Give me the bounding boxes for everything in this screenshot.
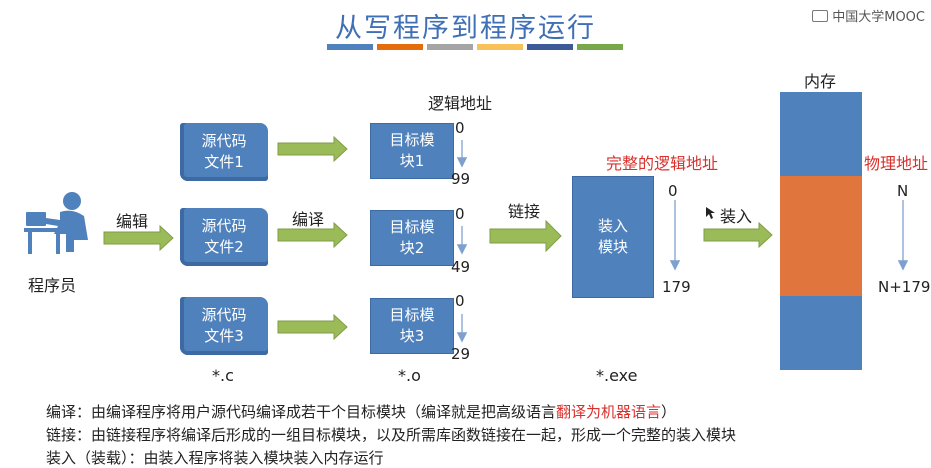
- memory-loaded-segment: [780, 176, 862, 296]
- module-line2: 块2: [399, 239, 425, 257]
- title-bar-segment: [377, 44, 423, 50]
- load-module-start: 0: [668, 182, 678, 200]
- load-label: 装入: [720, 207, 753, 226]
- compile-arrow-1: [277, 135, 348, 163]
- module-1-end: 99: [451, 170, 471, 188]
- ext-c-label: *.c: [212, 366, 234, 385]
- module-2-start: 0: [455, 205, 465, 223]
- play-icon: [812, 9, 829, 22]
- load-module: 装入 模块: [572, 176, 654, 298]
- memory-block: [780, 92, 862, 370]
- physical-end: N+179: [878, 278, 931, 296]
- title-bar-segment: [427, 44, 473, 50]
- source-file-line2: 文件3: [204, 327, 244, 345]
- compile-explanation-highlight: 翻译为机器语言: [556, 403, 662, 421]
- link-explanation: 链接：由链接程序将编译后形成的一组目标模块，以及所需库函数链接在一起，形成一个完…: [46, 426, 737, 444]
- programmer-icon: [24, 192, 88, 254]
- compile-arrow-2: [277, 221, 348, 249]
- page-title: 从写程序到程序运行: [335, 13, 596, 44]
- module-3-end: 29: [451, 345, 471, 363]
- memory-free-bottom: [780, 296, 862, 370]
- source-file-line2: 文件2: [204, 238, 244, 256]
- object-module-1: 目标模 块1: [370, 123, 454, 179]
- module-3-start: 0: [455, 292, 465, 310]
- compile-label: 编译: [292, 210, 325, 229]
- load-module-line2: 模块: [597, 238, 628, 256]
- logical-address-label: 逻辑地址: [428, 94, 493, 113]
- object-module-3: 目标模 块3: [370, 298, 454, 354]
- title-bar-segment: [527, 44, 573, 50]
- source-file-2: 源代码 文件2: [180, 208, 268, 266]
- programmer-label: 程序员: [28, 276, 77, 295]
- source-file-line2: 文件1: [204, 153, 244, 171]
- load-module-line1: 装入: [597, 217, 628, 235]
- module-2-end: 49: [451, 258, 471, 276]
- source-file-1: 源代码 文件1: [180, 123, 268, 181]
- physical-start: N: [897, 182, 909, 200]
- compile-explanation-prefix: 编译：由编译程序将用户源代码编译成若干个目标模块（编译就是把高级语言: [46, 403, 557, 421]
- title-bar-segment: [327, 44, 373, 50]
- source-file-line1: 源代码: [201, 132, 247, 150]
- edit-arrow: [103, 224, 174, 252]
- compile-explanation: 编译：由编译程序将用户源代码编译成若干个目标模块（编译就是把高级语言翻译为机器语…: [46, 401, 676, 422]
- memory-label: 内存: [804, 72, 837, 91]
- module-line1: 目标模: [389, 306, 435, 324]
- module-line1: 目标模: [389, 218, 435, 236]
- physical-address-label: 物理地址: [864, 154, 929, 173]
- load-module-end: 179: [662, 278, 691, 296]
- source-file-line1: 源代码: [201, 217, 247, 235]
- link-arrow: [489, 219, 562, 253]
- ext-exe-label: *.exe: [596, 366, 638, 385]
- brand-logo: 中国大学MOOC: [812, 6, 925, 25]
- title-bar-segment: [477, 44, 523, 50]
- complete-logical-address-label: 完整的逻辑地址: [606, 154, 719, 173]
- source-file-line1: 源代码: [201, 306, 247, 324]
- compile-arrow-3: [277, 313, 348, 341]
- ext-o-label: *.o: [398, 366, 421, 385]
- link-label: 链接: [508, 202, 541, 221]
- module-1-start: 0: [455, 119, 465, 137]
- edit-label: 编辑: [116, 212, 149, 231]
- source-file-3: 源代码 文件3: [180, 297, 268, 355]
- module-line2: 块1: [399, 152, 425, 170]
- module-line2: 块3: [399, 327, 425, 345]
- object-module-2: 目标模 块2: [370, 210, 454, 266]
- load-explanation: 装入（装载）：由装入程序将装入模块装入内存运行: [46, 449, 384, 467]
- memory-free-top: [780, 92, 862, 176]
- compile-explanation-suffix: ）: [661, 403, 677, 421]
- brand-text: 中国大学MOOC: [832, 10, 925, 25]
- mouse-cursor-icon: [706, 204, 715, 219]
- load-arrow: [703, 221, 773, 249]
- title-bar-segment: [577, 44, 623, 50]
- module-line1: 目标模: [389, 131, 435, 149]
